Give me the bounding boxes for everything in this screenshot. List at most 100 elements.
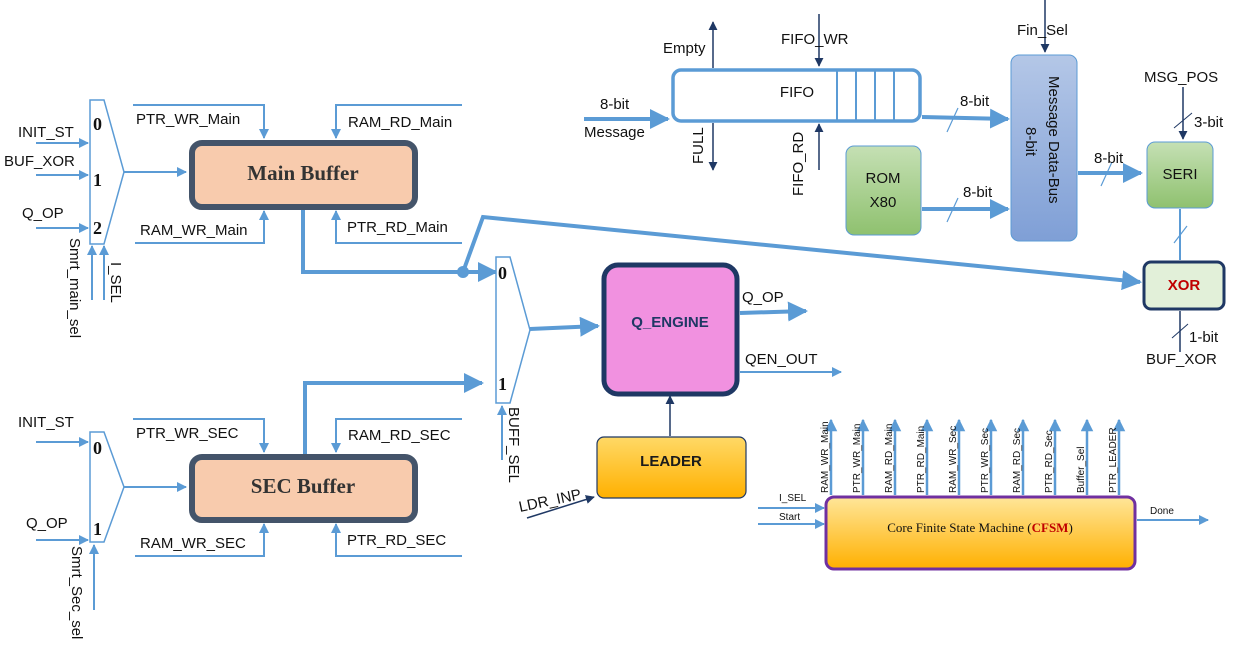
cfsm-output-label: PTR_RD_Main xyxy=(916,426,927,493)
xor-out-label: BUF_XOR xyxy=(1146,351,1217,368)
wire-main-to-xor xyxy=(461,214,1142,291)
cfsm-output-label: RAM_RD_Sec xyxy=(1012,428,1023,493)
cfsm-output-signals: RAM_WR_Main PTR_WR_Main RAM_RD_Main PTR_RD_… xyxy=(820,418,1126,495)
rom-label: ROM xyxy=(866,170,901,187)
ram-rd-sec-label: RAM_RD_SEC xyxy=(348,427,451,444)
mux-sec-port-1: 1 xyxy=(93,519,102,539)
seri-label: SERI xyxy=(1162,166,1197,183)
sec-buffer-label: SEC Buffer xyxy=(251,474,355,498)
q-engine-label: Q_ENGINE xyxy=(631,314,709,331)
wire-fifo-out xyxy=(921,108,1010,129)
cfsm-output-label: PTR_LEADER xyxy=(1108,427,1119,493)
cfsm-output-label: PTR_WR_Main xyxy=(852,424,863,493)
leader-block xyxy=(596,436,747,499)
mux-main-select-i-sel: I_SEL xyxy=(107,262,124,303)
mux-sec-input-q-op: Q_OP xyxy=(26,515,68,532)
ptr-wr-main-label: PTR_WR_Main xyxy=(136,111,240,128)
mux-buff-select: BUFF_SEL xyxy=(505,407,522,483)
ptr-rd-main-label: PTR_RD_Main xyxy=(347,219,448,236)
xor-out-width-label: 1-bit xyxy=(1189,329,1219,346)
mux-main-port-2: 2 xyxy=(93,218,102,238)
main-buffer-block xyxy=(189,140,418,210)
wire-mux-buff-out xyxy=(529,316,600,337)
wire-ram-wr-sec xyxy=(135,523,269,557)
cfsm-output-label: RAM_RD_Main xyxy=(884,424,895,493)
cfsm-output-label: PTR_WR_Sec xyxy=(980,428,991,493)
wire-ldr-inp xyxy=(526,495,595,519)
mux-main-select-smrt: Smrt_main_sel xyxy=(66,238,83,338)
xor-label: XOR xyxy=(1168,277,1201,294)
mux-main-port-0: 0 xyxy=(93,114,102,134)
wire-ptr-rd-main xyxy=(331,210,462,244)
ram-wr-sec-label: RAM_WR_SEC xyxy=(140,535,246,552)
mux-sec-port-0: 0 xyxy=(93,438,102,458)
mux-main-port-1: 1 xyxy=(93,170,102,190)
cfsm-label: Core Finite State Machine (CFSM) xyxy=(887,520,1073,535)
message-bus-label: Message Data-Bus xyxy=(1045,76,1062,204)
wire-ram-rd-sec xyxy=(331,418,462,453)
fifo-wr-label: FIFO_WR xyxy=(781,31,849,48)
bus-slash xyxy=(946,197,959,223)
full-label: FULL xyxy=(690,127,707,164)
mux-sec-input-init-st: INIT_ST xyxy=(18,414,74,431)
wire-main-buffer-out xyxy=(301,210,498,282)
mux-buff-port-0: 0 xyxy=(498,263,507,283)
seri-block xyxy=(1146,141,1214,209)
ram-wr-main-label: RAM_WR_Main xyxy=(140,222,248,239)
fin-sel-label: Fin_Sel xyxy=(1017,22,1068,39)
rom-block xyxy=(845,145,922,236)
cfsm-output-label: RAM_WR_Main xyxy=(820,421,831,493)
mux-buff: 0 1 xyxy=(495,256,531,404)
wire-ram-rd-main xyxy=(331,104,462,139)
wire-ptr-wr-sec xyxy=(133,418,269,453)
rom-size-label: X80 xyxy=(870,194,897,211)
mux-main: 0 1 2 xyxy=(89,99,125,245)
bus-slash xyxy=(1173,112,1193,129)
bus-out-width-label: 8-bit xyxy=(1094,150,1124,167)
message-bus-block xyxy=(1010,54,1078,242)
mux-main-input-q-op: Q_OP xyxy=(22,205,64,222)
mux-sec: 0 1 xyxy=(89,431,125,543)
wire-sec-buffer-out xyxy=(303,373,484,454)
bus-slash xyxy=(1173,225,1188,244)
leader-label: LEADER xyxy=(640,453,702,470)
bus-slash xyxy=(946,107,959,133)
wire-ptr-rd-sec xyxy=(331,523,462,557)
msg-pos-width-label: 3-bit xyxy=(1194,114,1224,131)
q-engine-block xyxy=(601,262,740,397)
message-label: Message xyxy=(584,124,645,141)
rom-out-width-label: 8-bit xyxy=(963,184,993,201)
bus-slash xyxy=(1100,161,1113,187)
sec-buffer-block xyxy=(189,454,418,523)
mux-sec-select-smrt: Smrt_Sec_sel xyxy=(68,546,85,639)
fifo-block xyxy=(671,68,922,123)
cfsm-start-label: Start xyxy=(779,512,800,523)
ptr-wr-sec-label: PTR_WR_SEC xyxy=(136,425,239,442)
fifo-label: FIFO xyxy=(780,84,814,101)
mux-main-input-buf-xor: BUF_XOR xyxy=(4,153,75,170)
cfsm-output-label: RAM_WR_Sec xyxy=(948,426,959,493)
xor-block xyxy=(1142,260,1226,311)
msg-pos-label: MSG_POS xyxy=(1144,69,1218,86)
ram-rd-main-label: RAM_RD_Main xyxy=(348,114,452,131)
cfsm-output-label: Buffer_Sel xyxy=(1076,446,1087,493)
wire-q-op-out xyxy=(739,301,808,322)
mux-buff-port-1: 1 xyxy=(498,374,507,394)
cfsm-done-label: Done xyxy=(1150,506,1174,517)
bus-slash xyxy=(1171,323,1189,339)
message-width-label: 8-bit xyxy=(600,96,630,113)
ptr-rd-sec-label: PTR_RD_SEC xyxy=(347,532,446,549)
mux-main-input-init-st: INIT_ST xyxy=(18,124,74,141)
q-op-out-label: Q_OP xyxy=(742,289,784,306)
cfsm-i-sel-label: I_SEL xyxy=(779,493,807,504)
message-bus-width: 8-bit xyxy=(1022,127,1039,157)
fifo-rd-label: FIFO_RD xyxy=(790,132,807,196)
fifo-out-width-label: 8-bit xyxy=(960,93,990,110)
cfsm-block xyxy=(824,495,1137,571)
cfsm-output-label: PTR_RD_Sec xyxy=(1044,430,1055,493)
qen-out-label: QEN_OUT xyxy=(745,351,818,368)
empty-label: Empty xyxy=(663,40,706,57)
wire-ram-wr-main xyxy=(135,210,269,244)
main-buffer-label: Main Buffer xyxy=(247,161,358,185)
